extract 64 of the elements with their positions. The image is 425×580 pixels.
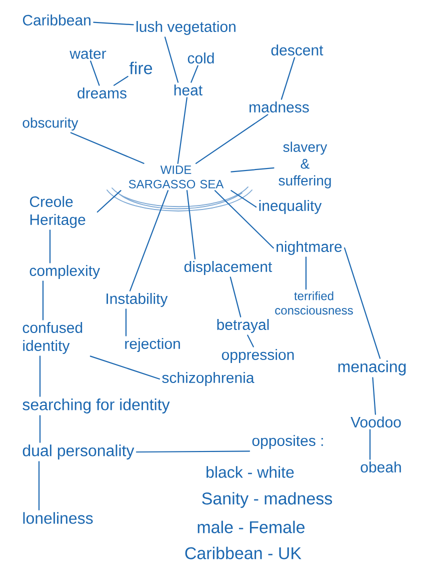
topic-word: confused identity [22, 322, 82, 354]
topic-word: rejection [125, 338, 180, 352]
connector-line [164, 36, 179, 83]
connector-line [177, 97, 188, 164]
topic-word: nightmare [276, 241, 342, 255]
connector-line [247, 334, 254, 348]
list-item-text: Caribbean - UK [185, 546, 302, 560]
connector-line [49, 230, 51, 264]
central-topic: WIDE SARGASSO SEA [128, 166, 224, 188]
topic-word: searching for identity [22, 398, 170, 414]
connector-line [230, 276, 242, 318]
connector-line [305, 256, 307, 290]
connector-line [214, 190, 274, 249]
list-item-text: Sanity - madness [202, 492, 332, 508]
topic-word: cold [188, 52, 214, 64]
topic-word: obeah [360, 462, 401, 472]
topic-word: oppression [222, 349, 294, 363]
topic-word: slavery & suffering [278, 142, 331, 188]
connector-line [39, 415, 41, 443]
topic-word: complexity [30, 265, 100, 279]
topic-word: Instability [106, 293, 168, 307]
topic-word: dual personality [22, 444, 134, 460]
topic-word: lush vegetation [136, 21, 236, 35]
connector-line [42, 280, 44, 320]
connector-line [96, 190, 122, 213]
topic-word: loneliness [23, 512, 93, 524]
topic-word: dreams [78, 87, 126, 98]
connector-line [195, 114, 268, 164]
topic-word: Creole Heritage [30, 196, 86, 228]
topic-word: fire [129, 62, 152, 74]
topic-word: obscurity [22, 117, 78, 131]
connector-line [344, 247, 381, 359]
connector-line [90, 356, 160, 380]
connector-line [186, 190, 196, 260]
connector-line [230, 190, 257, 208]
topic-word: water [70, 49, 106, 59]
connector-line [70, 132, 144, 164]
topic-word: inequality [259, 200, 322, 214]
topic-word: betrayal [217, 319, 269, 333]
connector-line [113, 76, 128, 86]
topic-word: heat [174, 84, 202, 96]
topic-word: Caribbean [22, 14, 90, 26]
connector-line [190, 65, 198, 83]
topic-word: menacing [338, 360, 406, 376]
connector-line [136, 450, 250, 453]
connector-line [93, 22, 134, 26]
connector-line [230, 167, 274, 172]
topic-word: madness [250, 101, 309, 112]
topic-word: displacement [184, 261, 272, 275]
connector-line [38, 461, 40, 510]
connector-line [39, 356, 41, 397]
topic-word: Voodoo [350, 416, 401, 428]
topic-word: schizophrenia [162, 372, 254, 386]
connector-line [372, 377, 376, 415]
connector-line [125, 308, 127, 336]
topic-word: opposites : [252, 435, 323, 449]
connector-line [369, 429, 371, 460]
topic-word: descent [271, 44, 324, 56]
topic-word: terrified consciousness [275, 291, 353, 315]
connector-line [129, 190, 169, 292]
list-item-text: male - Female [198, 520, 305, 534]
connector-line [90, 60, 100, 86]
connector-line [280, 57, 296, 100]
list-item-text: black - white [206, 466, 294, 478]
